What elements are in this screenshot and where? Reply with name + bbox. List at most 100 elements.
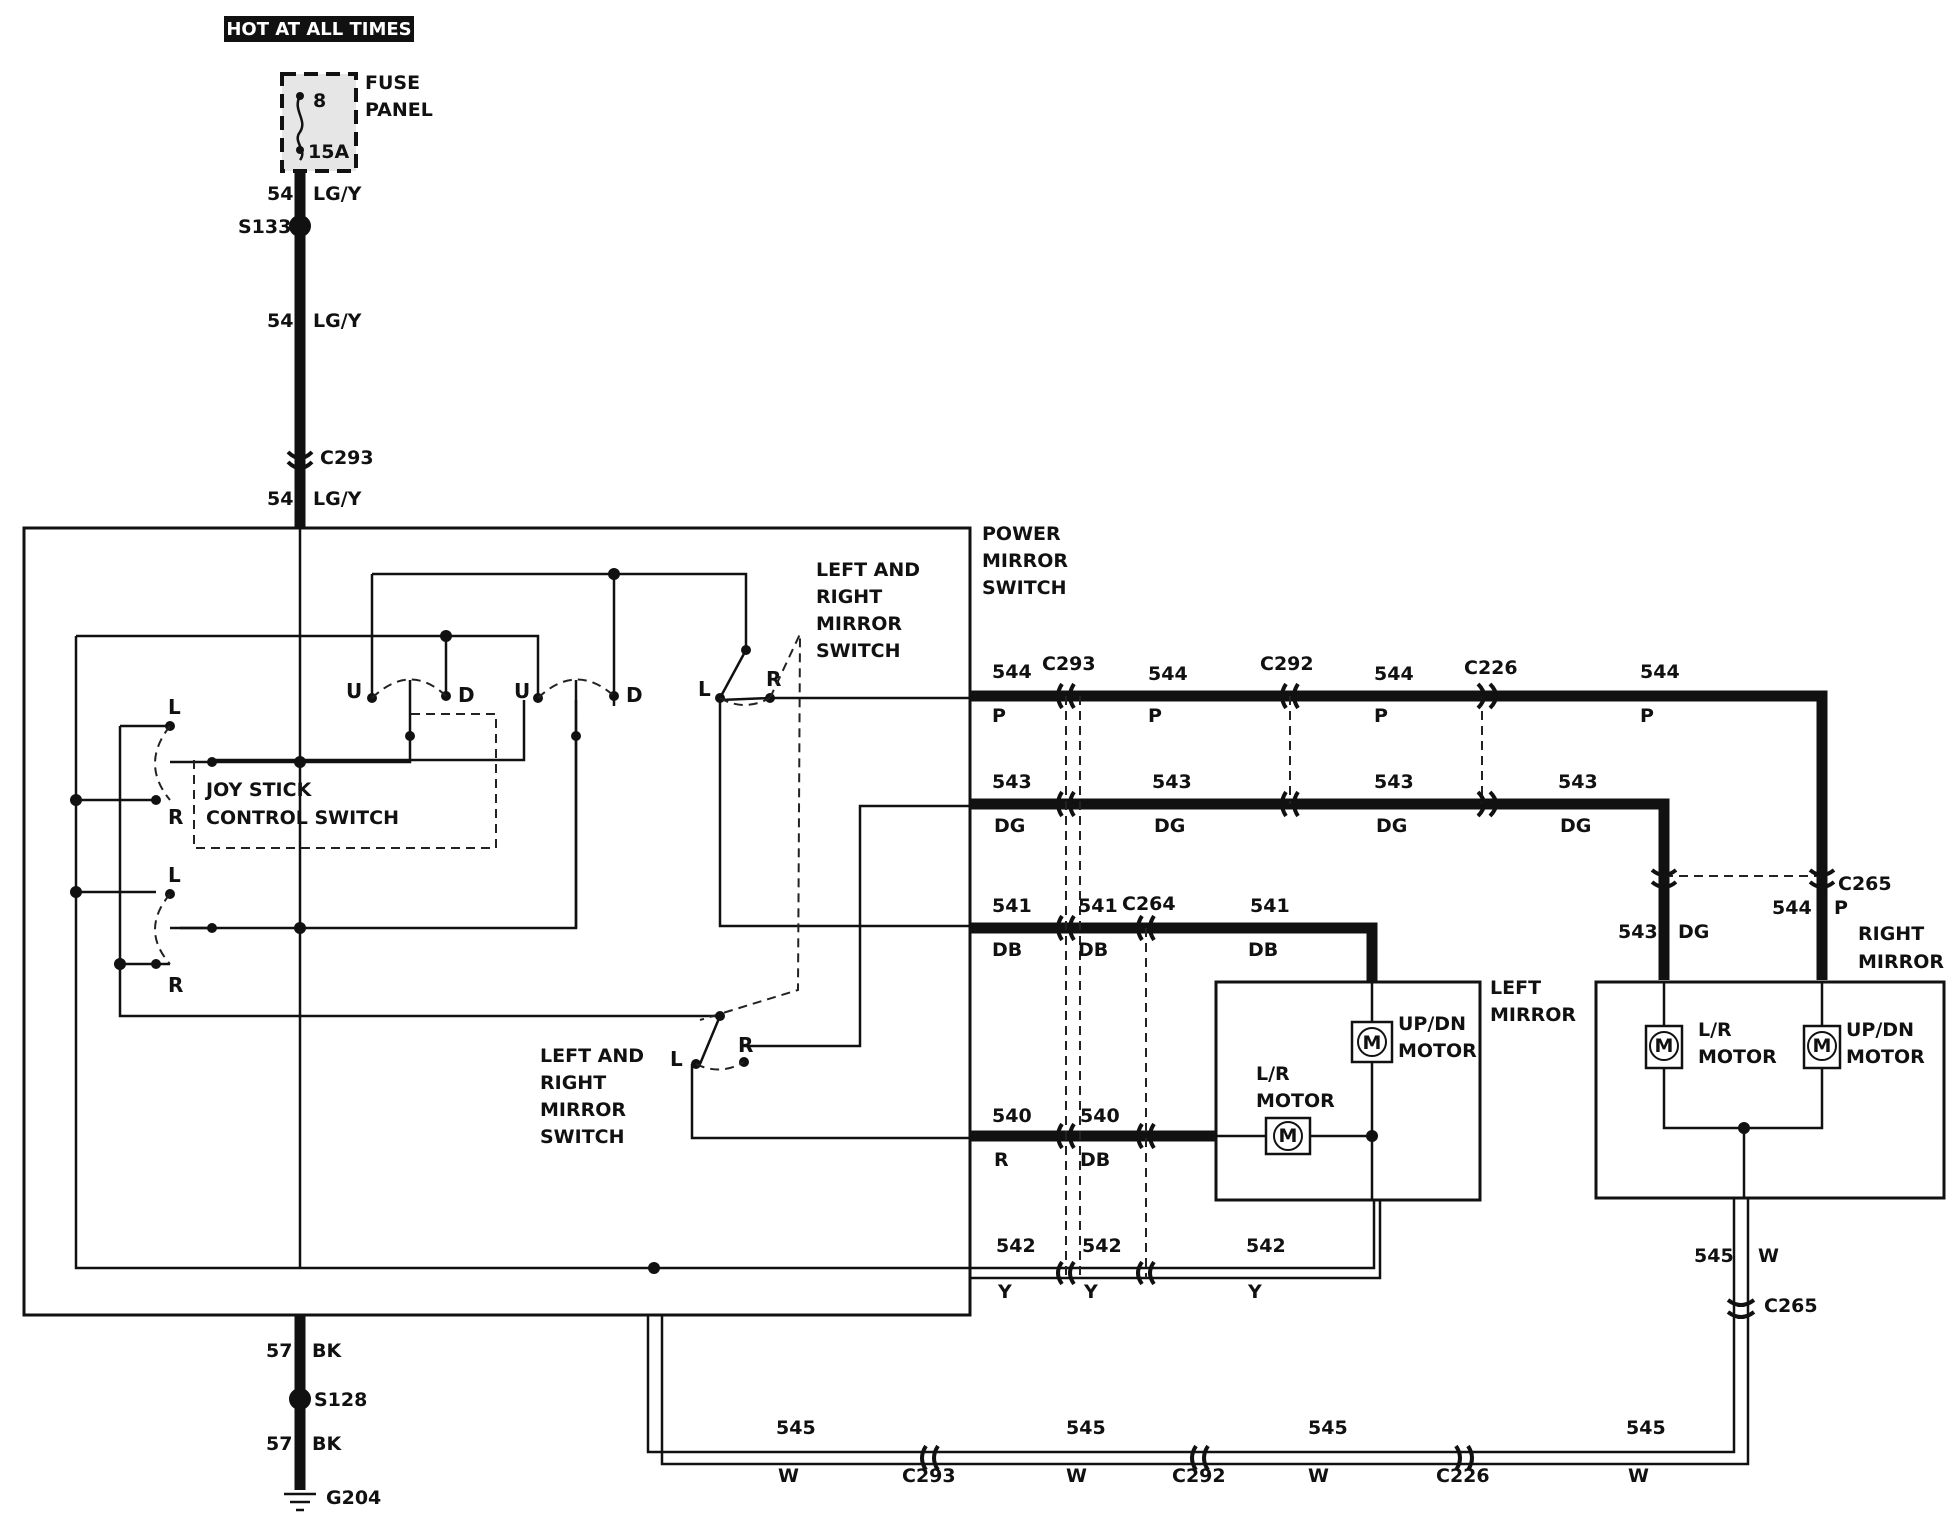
node-left-2 <box>70 886 82 898</box>
right-lr-label-2: MOTOR <box>1698 1046 1777 1068</box>
w542-y-2: Y <box>1083 1281 1098 1303</box>
left-mirror-box <box>1214 980 1482 1202</box>
ud-pivot-link <box>300 736 578 928</box>
joystick-label-2: CONTROL SWITCH <box>206 807 399 829</box>
w545-w-3: W <box>1308 1465 1329 1487</box>
svg-text:M: M <box>1363 1032 1382 1054</box>
mirror-switch-upper-r-label: R <box>766 667 781 691</box>
power-mirror-switch-label-1: POWER <box>982 523 1061 545</box>
right-lr-motor-icon: M <box>1644 1024 1684 1070</box>
svg-text:M: M <box>1279 1125 1298 1147</box>
left-lr-motor-icon: M <box>1264 1116 1312 1156</box>
wire-542 <box>970 1200 1382 1280</box>
w543-dg-2: DG <box>1154 815 1185 837</box>
w544-p-2: P <box>1148 705 1162 727</box>
mirror-switch-upper-l-label: L <box>698 677 711 701</box>
fuse-panel-title-2: PANEL <box>365 99 433 121</box>
w541-db-1: DB <box>992 939 1022 961</box>
w543-c-5: 543 <box>1618 921 1658 943</box>
w543-dg-3: DG <box>1376 815 1407 837</box>
ground-circuit-1: 57 <box>266 1340 292 1362</box>
w540-db: DB <box>1080 1149 1110 1171</box>
power-mirror-switch-box <box>22 526 972 1317</box>
w545-w-2: W <box>1066 1465 1087 1487</box>
w545-c-3: 545 <box>1308 1417 1348 1439</box>
left-updn-motor-icon: M <box>1350 1020 1394 1064</box>
mirror-switch-lower-top <box>715 1011 725 1021</box>
right-mirror-label-1: RIGHT <box>1858 923 1924 945</box>
w544-c-2: 544 <box>1148 663 1188 685</box>
w544-p-3: P <box>1374 705 1388 727</box>
fuse-rating: 15A <box>308 141 349 163</box>
w543-dg-4: DG <box>1560 815 1591 837</box>
w545-c-2: 545 <box>1066 1417 1106 1439</box>
right-lr-label-1: L/R <box>1698 1019 1732 1041</box>
node-left-1 <box>70 794 82 806</box>
w541-db-2: DB <box>1078 939 1108 961</box>
mirror-switch-link <box>699 633 801 1021</box>
power-mirror-switch-label-3: SWITCH <box>982 577 1067 599</box>
right-updn-motor-icon: M <box>1802 1024 1842 1070</box>
hot-tag-background <box>224 16 414 42</box>
w545-c-1: 545 <box>776 1417 816 1439</box>
left-updn-label-1: UP/DN <box>1398 1013 1466 1035</box>
fuse-panel-title-1: FUSE <box>365 72 420 94</box>
connector-symbols <box>920 682 1836 1472</box>
ground-circuit-2: 57 <box>266 1433 292 1455</box>
w545-w-4: W <box>1628 1465 1649 1487</box>
w542-c-2: 542 <box>1082 1235 1122 1257</box>
joystick-d-1: D <box>458 683 475 707</box>
splice-s133-label: S133 <box>238 216 291 238</box>
splice-s133 <box>289 215 311 237</box>
w545-w-5: W <box>1758 1245 1779 1267</box>
feed-color-3: LG/Y <box>313 488 362 510</box>
right-mirror-label-2: MIRROR <box>1858 951 1944 973</box>
splice-s128-label: S128 <box>314 1389 367 1411</box>
node-top-1 <box>608 568 620 580</box>
left-mirror-label-2: MIRROR <box>1490 1004 1576 1026</box>
right-updn-label-1: UP/DN <box>1846 1019 1914 1041</box>
ground-color-2: BK <box>312 1433 342 1455</box>
node-top-2 <box>440 630 452 642</box>
w543-dg-1: DG <box>994 815 1025 837</box>
w544-p-1: P <box>992 705 1006 727</box>
left-mirror-node <box>1366 1130 1378 1142</box>
feed-circuit-2: 54 <box>267 310 293 332</box>
joystick-u-2: U <box>514 679 530 703</box>
w543-c-4: 543 <box>1558 771 1598 793</box>
joystick-l-1: L <box>168 695 181 719</box>
ground-symbol <box>284 1492 316 1512</box>
connector-ties <box>1065 696 1822 1278</box>
wire-543 <box>970 798 1670 980</box>
w542-c-3: 542 <box>1246 1235 1286 1257</box>
w545-c-5: 545 <box>1694 1245 1734 1267</box>
mirror-switch-lower-label-3: MIRROR <box>540 1099 626 1121</box>
ground-point-label: G204 <box>326 1487 381 1509</box>
left-lr-label-1: L/R <box>1256 1063 1290 1085</box>
wire-541 <box>970 922 1378 982</box>
mirror-switch-lower-label-2: RIGHT <box>540 1072 606 1094</box>
label-c226-544: C226 <box>1464 657 1518 679</box>
joystick-dashed-box <box>193 713 497 849</box>
w540-c-1: 540 <box>992 1105 1032 1127</box>
joystick-label-1: JOY STICK <box>204 779 313 801</box>
lr-wiper-2 <box>154 893 171 965</box>
fuse-number: 8 <box>313 90 326 112</box>
right-updn-label-2: MOTOR <box>1846 1046 1925 1068</box>
node-ground-bus <box>294 922 306 934</box>
label-c265-right: C265 <box>1838 873 1892 895</box>
label-c226-545: C226 <box>1436 1465 1490 1487</box>
lr-pivot-links <box>170 760 300 930</box>
ud-pivot-lines <box>408 680 578 736</box>
svg-text:M: M <box>1655 1035 1674 1057</box>
mirror-switch-lower-arc <box>695 1061 745 1071</box>
connector-c293-feed <box>286 450 314 470</box>
w543-c-1: 543 <box>992 771 1032 793</box>
w541-c-1: 541 <box>992 895 1032 917</box>
left-mirror-label-1: LEFT <box>1490 977 1541 999</box>
w540-r: R <box>994 1149 1009 1171</box>
w544-p-4: P <box>1640 705 1654 727</box>
fuse-panel-box <box>280 72 358 173</box>
w545-w-1: W <box>778 1465 799 1487</box>
